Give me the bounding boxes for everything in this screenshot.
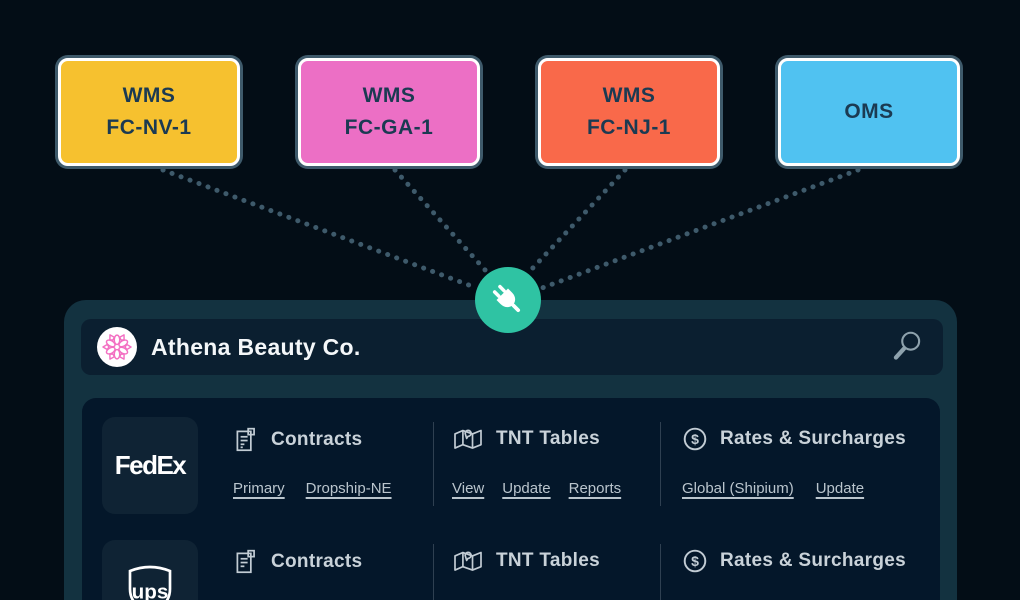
system-label-line1: OMS [844,100,894,123]
carrier-logo-ups: ups [102,540,198,600]
system-box-oms: OMS [778,58,960,166]
panel-title: Athena Beauty Co. [151,333,361,360]
section-tnt-tables: TNT Tables [452,548,600,574]
link-update[interactable]: Update [502,480,551,497]
link-view[interactable]: View [452,480,485,497]
system-label-line1: WMS [362,84,416,107]
link-dropship-ne[interactable]: Dropship-NE [305,480,392,497]
system-label-line2: FC-GA-1 [344,116,434,139]
section-tnt-tables: TNT Tables [452,426,600,452]
dollar-icon: $ [682,426,708,452]
section-rates-surcharges: $ Rates & Surcharges [682,426,906,452]
column-divider [660,544,661,600]
tnt-links: View Update Reports [452,480,621,497]
flower-icon [100,330,134,364]
section-rates-surcharges: $ Rates & Surcharges [682,548,906,574]
carrier-logo-fedex: FedEx [102,417,198,514]
system-box-wms-fc-nj-1: WMS FC-NJ-1 [538,58,720,166]
section-contracts: Contracts [233,548,362,576]
map-icon [452,426,484,452]
contract-icon [233,548,259,576]
section-title: TNT Tables [496,550,600,571]
magnifier-icon [888,328,926,366]
contracts-links: Primary Dropship-NE [233,480,392,497]
rates-links: Global (Shipium) Update [682,480,864,497]
link-reports[interactable]: Reports [568,480,622,497]
map-icon [452,548,484,574]
fedex-logo: FedEx [114,450,187,480]
section-title: Contracts [271,429,363,450]
svg-text:$: $ [691,431,699,447]
search-button[interactable] [887,327,927,367]
system-box-wms-fc-nv-1: WMS FC-NV-1 [58,58,240,166]
column-divider [433,544,434,600]
system-label-line1: WMS [122,84,176,107]
contract-icon [233,426,259,454]
system-box-wms-fc-ga-1: WMS FC-GA-1 [298,58,480,166]
carriers-card: FedEx Contracts [82,398,940,600]
dollar-icon: $ [682,548,708,574]
link-update[interactable]: Update [815,480,865,497]
section-contracts: Contracts [233,426,362,454]
ups-logo: ups [126,562,174,600]
column-divider [433,422,434,506]
athena-panel: Athena Beauty Co. FedEx [64,300,957,600]
column-divider [660,422,661,506]
link-global-shipium[interactable]: Global (Shipium) [682,480,794,497]
company-logo [97,327,137,367]
plug-icon [488,280,528,320]
section-title: Contracts [271,551,363,572]
system-label-line2: FC-NJ-1 [586,116,671,139]
section-title: TNT Tables [496,428,600,449]
system-label-line1: WMS [602,84,656,107]
link-primary[interactable]: Primary [233,480,285,497]
svg-text:ups: ups [132,580,169,600]
section-title: Rates & Surcharges [720,428,906,449]
section-title: Rates & Surcharges [720,550,906,571]
integration-plug-badge [475,267,541,333]
system-label-line2: FC-NV-1 [106,116,192,139]
svg-text:$: $ [691,553,699,569]
